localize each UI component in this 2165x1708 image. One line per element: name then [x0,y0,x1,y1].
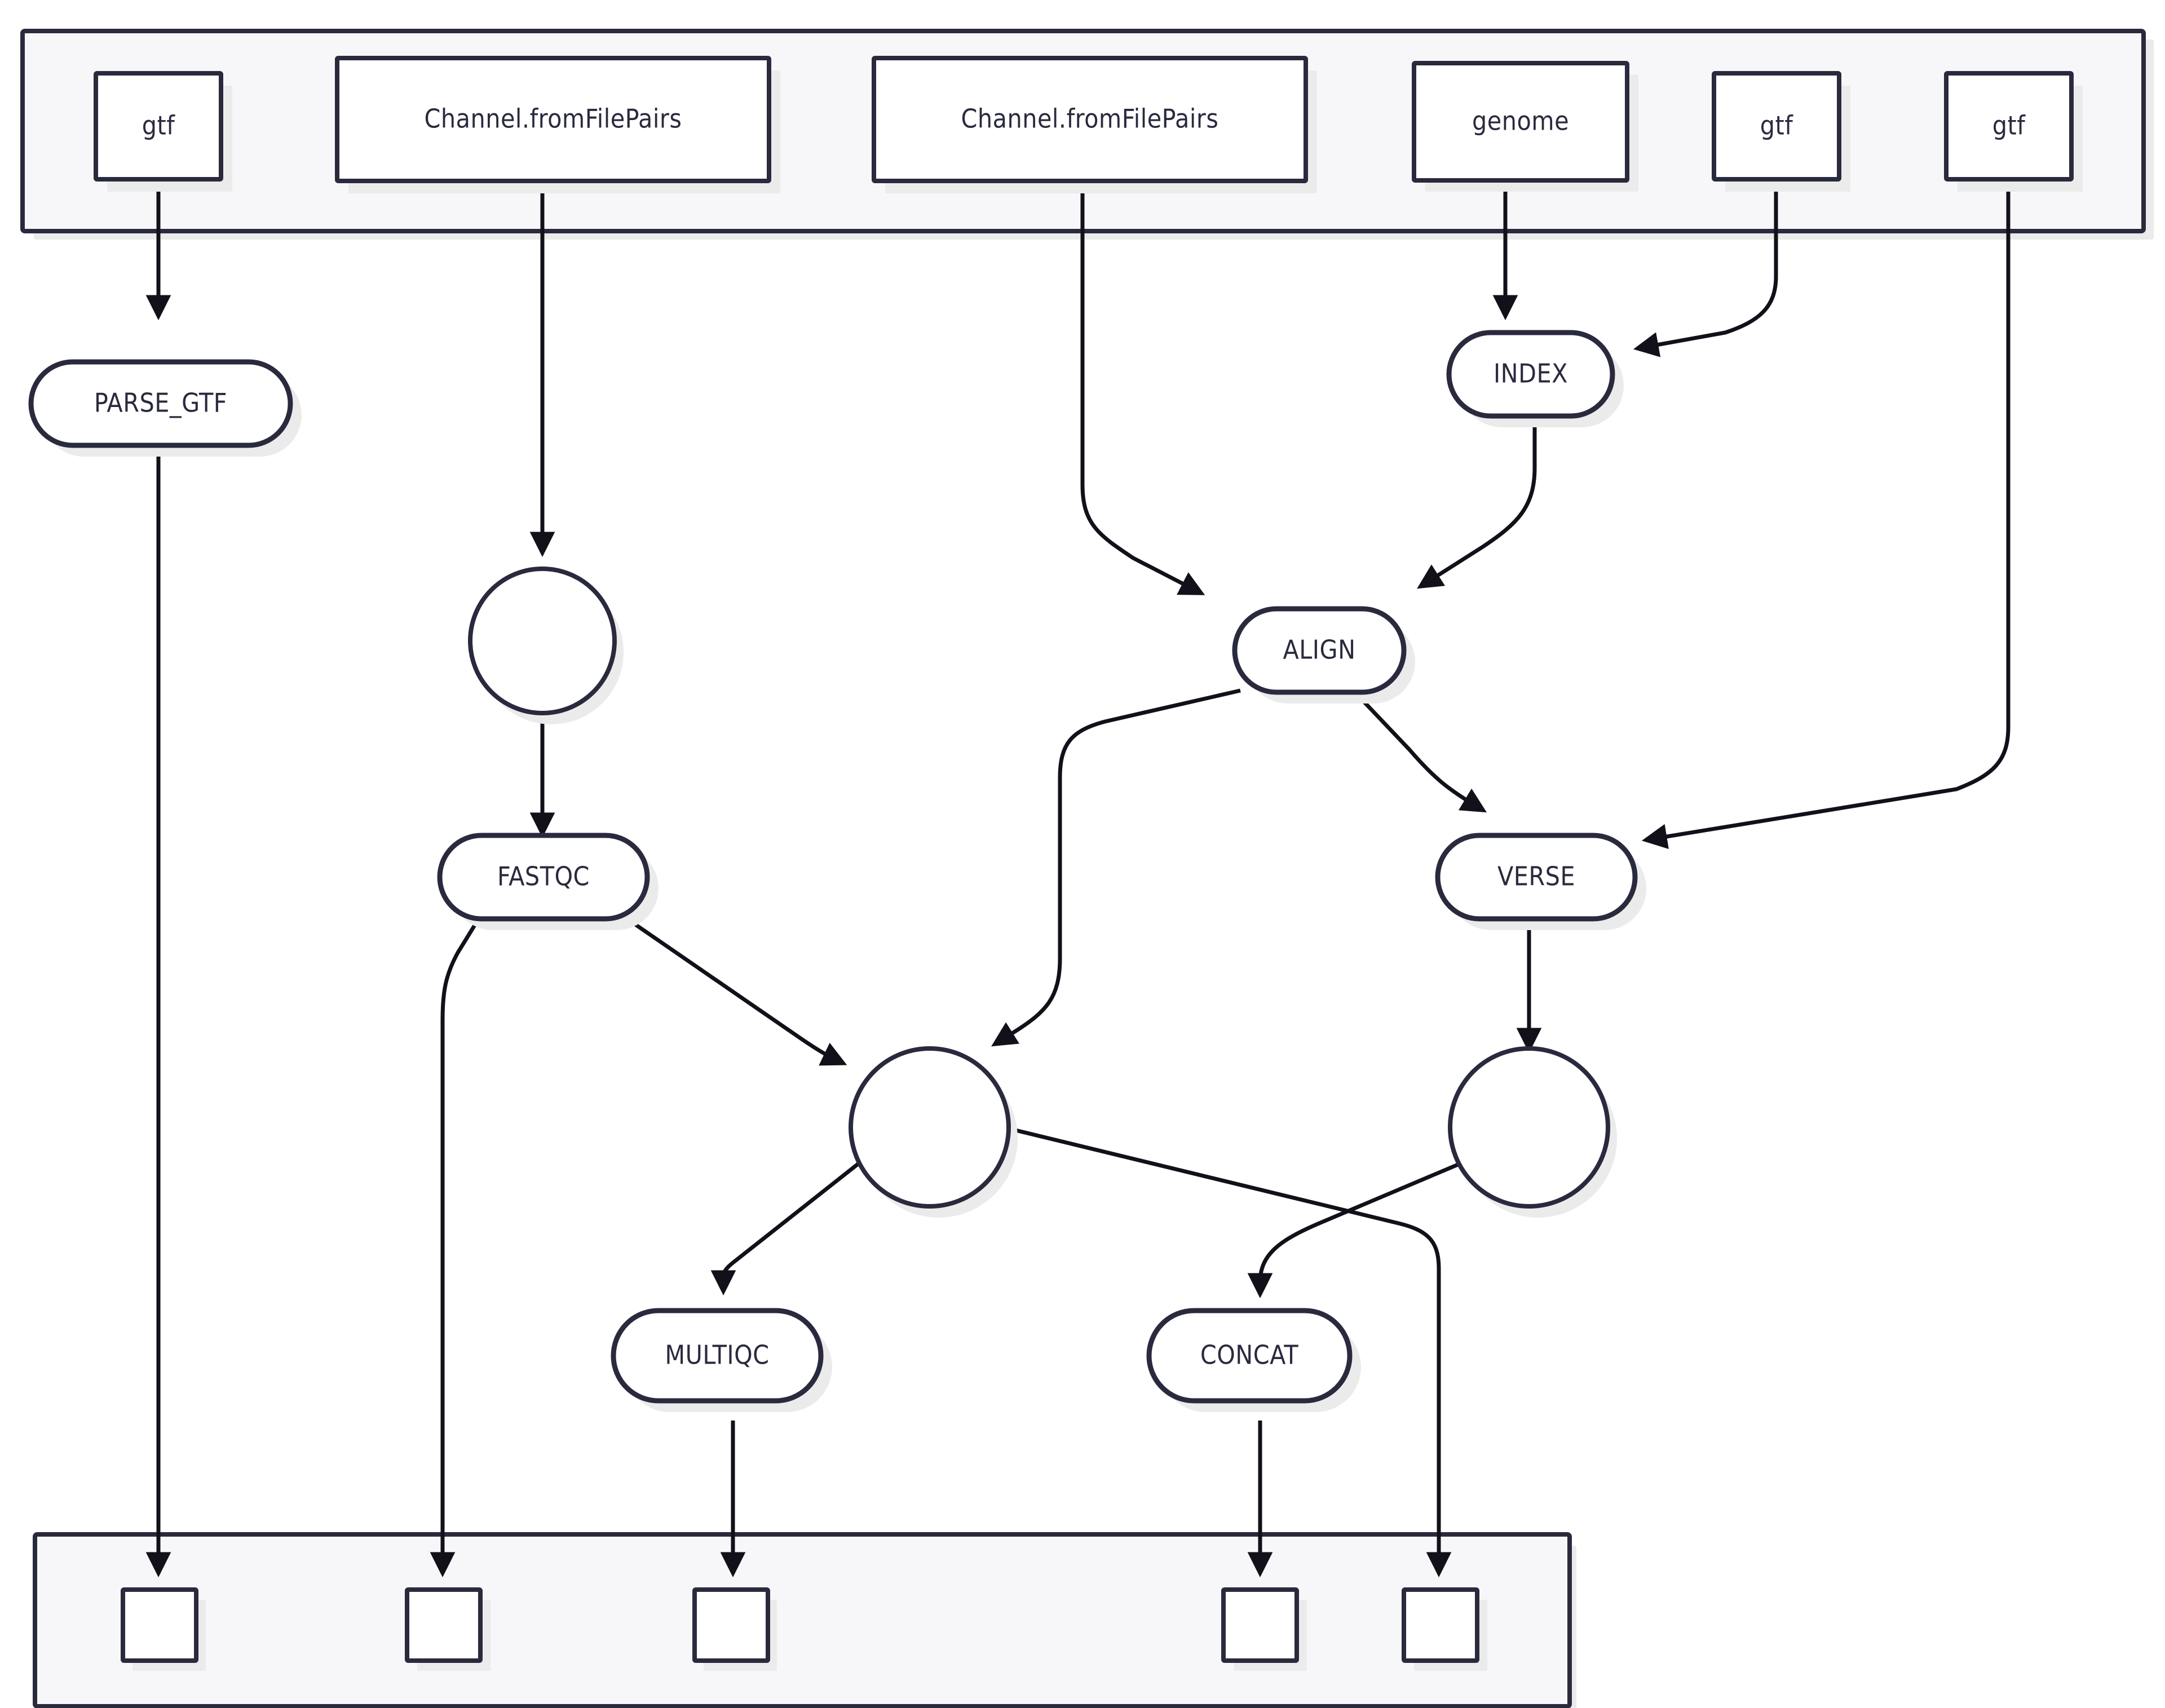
operator-node-3[interactable] [1448,1046,1610,1209]
input-node-channel-frompairs-1-label: Channel.fromFilePairs [424,104,682,134]
edge-gtf3-verse [1641,178,2011,849]
process-node-align-label: ALIGN [1283,635,1355,665]
process-node-concat-label: CONCAT [1200,1340,1299,1370]
operator-node-2[interactable] [849,1046,1011,1209]
input-node-gtf-1[interactable]: gtf [94,71,223,182]
process-node-concat[interactable]: CONCAT [1146,1308,1353,1404]
edge-align-op2 [991,688,1241,1047]
edge-op2-multiqc [710,1160,863,1296]
edge-index-align [1417,414,1537,589]
output-node-5[interactable] [1402,1587,1479,1663]
input-node-channel-frompairs-2-label: Channel.fromFilePairs [961,104,1218,134]
process-node-index[interactable]: INDEX [1446,330,1615,419]
input-node-channel-frompairs-2[interactable]: Channel.fromFilePairs [872,56,1308,183]
edge-gtf2-index [1633,178,1778,357]
output-node-3[interactable] [692,1587,770,1663]
process-node-multiqc-label: MULTIQC [665,1340,769,1370]
edge-fastqc-op2 [622,914,847,1066]
edge-align-verse [1354,692,1487,813]
process-node-verse[interactable]: VERSE [1435,833,1638,922]
edge-op3-concat [1247,1159,1467,1299]
process-node-align[interactable]: ALIGN [1232,606,1407,695]
input-node-gtf-2-label: gtf [1760,110,1793,141]
process-node-multiqc[interactable]: MULTIQC [611,1308,824,1404]
input-node-channel-frompairs-1[interactable]: Channel.fromFilePairs [335,56,771,183]
output-node-1[interactable] [121,1587,198,1663]
input-node-genome-label: genome [1472,106,1569,136]
output-node-4[interactable] [1221,1587,1299,1663]
input-node-gtf-3-label: gtf [1992,110,2026,141]
edge-pairs2-align [1080,178,1205,595]
edge-op2-out5 [992,1122,1452,1578]
operator-node-1[interactable] [468,567,617,715]
input-node-gtf-2[interactable]: gtf [1712,71,1841,182]
edge-fastqc-out2 [430,915,482,1578]
process-node-parse-gtf-label: PARSE_GTF [94,388,227,418]
process-node-fastqc[interactable]: FASTQC [437,833,650,922]
input-node-gtf-3[interactable]: gtf [1944,71,2074,182]
process-node-fastqc-label: FASTQC [497,861,590,892]
input-node-genome[interactable]: genome [1412,61,1629,183]
input-node-gtf-1-label: gtf [142,110,175,141]
process-node-parse-gtf[interactable]: PARSE_GTF [28,359,293,448]
output-node-2[interactable] [405,1587,483,1663]
process-node-verse-label: VERSE [1497,861,1575,892]
process-node-index-label: INDEX [1494,359,1568,389]
